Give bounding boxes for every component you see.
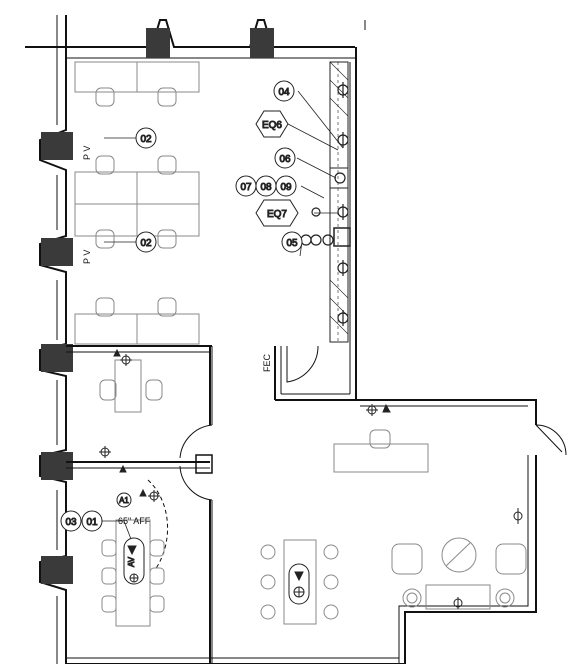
equipment-rack [329,61,351,343]
column [41,452,73,480]
tag-04: 04 [273,80,295,102]
svg-text:02: 02 [140,134,152,145]
svg-text:06: 06 [279,154,291,165]
structural-columns [41,28,274,584]
column [41,556,73,584]
equipment-devices [300,82,349,326]
tag-03: 03 [60,510,82,532]
conference-furniture [101,519,165,627]
mount-height-label: 65" AFF [118,516,151,526]
svg-text:AV: AV [127,556,136,567]
interior-walls [66,62,356,664]
svg-text:EQ6: EQ6 [262,120,282,131]
pv-label-upper: P V [82,146,92,160]
exterior-door [535,424,567,456]
svg-text:08: 08 [260,182,272,193]
room-door [179,424,213,459]
svg-text:07: 07 [240,182,252,193]
svg-text:A1: A1 [119,496,129,505]
hex-tag-eq6: EQ6 [255,110,289,138]
hex-tags: EQ6 EQ7 [255,110,299,227]
av-floor-box-conference: AV [123,537,145,585]
tag-08: 08 [255,175,277,197]
svg-text:04: 04 [278,87,290,98]
column [146,28,170,58]
av-floor-box-lounge [288,563,310,605]
workstations [74,61,200,345]
tag-05: 05 [281,231,303,253]
av-marker-a1: A1 [116,492,132,508]
svg-text:02: 02 [140,238,152,249]
column [41,132,73,160]
svg-text:09: 09 [280,182,292,193]
column [41,344,73,372]
doors [147,345,567,571]
column [250,28,274,58]
svg-text:01: 01 [86,517,98,528]
tag-02-lower: 02 [135,231,157,253]
tag-01: 01 [81,510,103,532]
leader-lines [102,90,344,553]
room-door [179,465,213,501]
hex-tag-eq7: EQ7 [255,199,299,227]
closet-door [286,345,319,383]
fec-label: FEC [262,353,272,372]
tag-02-upper: 02 [135,127,157,149]
tag-07: 07 [235,175,257,197]
tag-06: 06 [274,147,296,169]
svg-text:05: 05 [286,238,298,249]
svg-text:03: 03 [65,517,77,528]
tag-09: 09 [275,175,297,197]
circle-tags: 02 02 04 06 07 08 09 05 [60,80,303,532]
text-labels: P V P V FEC 65" AFF [82,146,272,526]
pv-label-lower: P V [82,250,92,264]
column [41,238,73,266]
svg-text:EQ7: EQ7 [267,209,287,220]
lounge-furniture [260,429,527,625]
wall-device-symbols [99,348,523,609]
private-office-furniture [99,359,163,413]
av-symbols: A1 AV [99,348,523,609]
